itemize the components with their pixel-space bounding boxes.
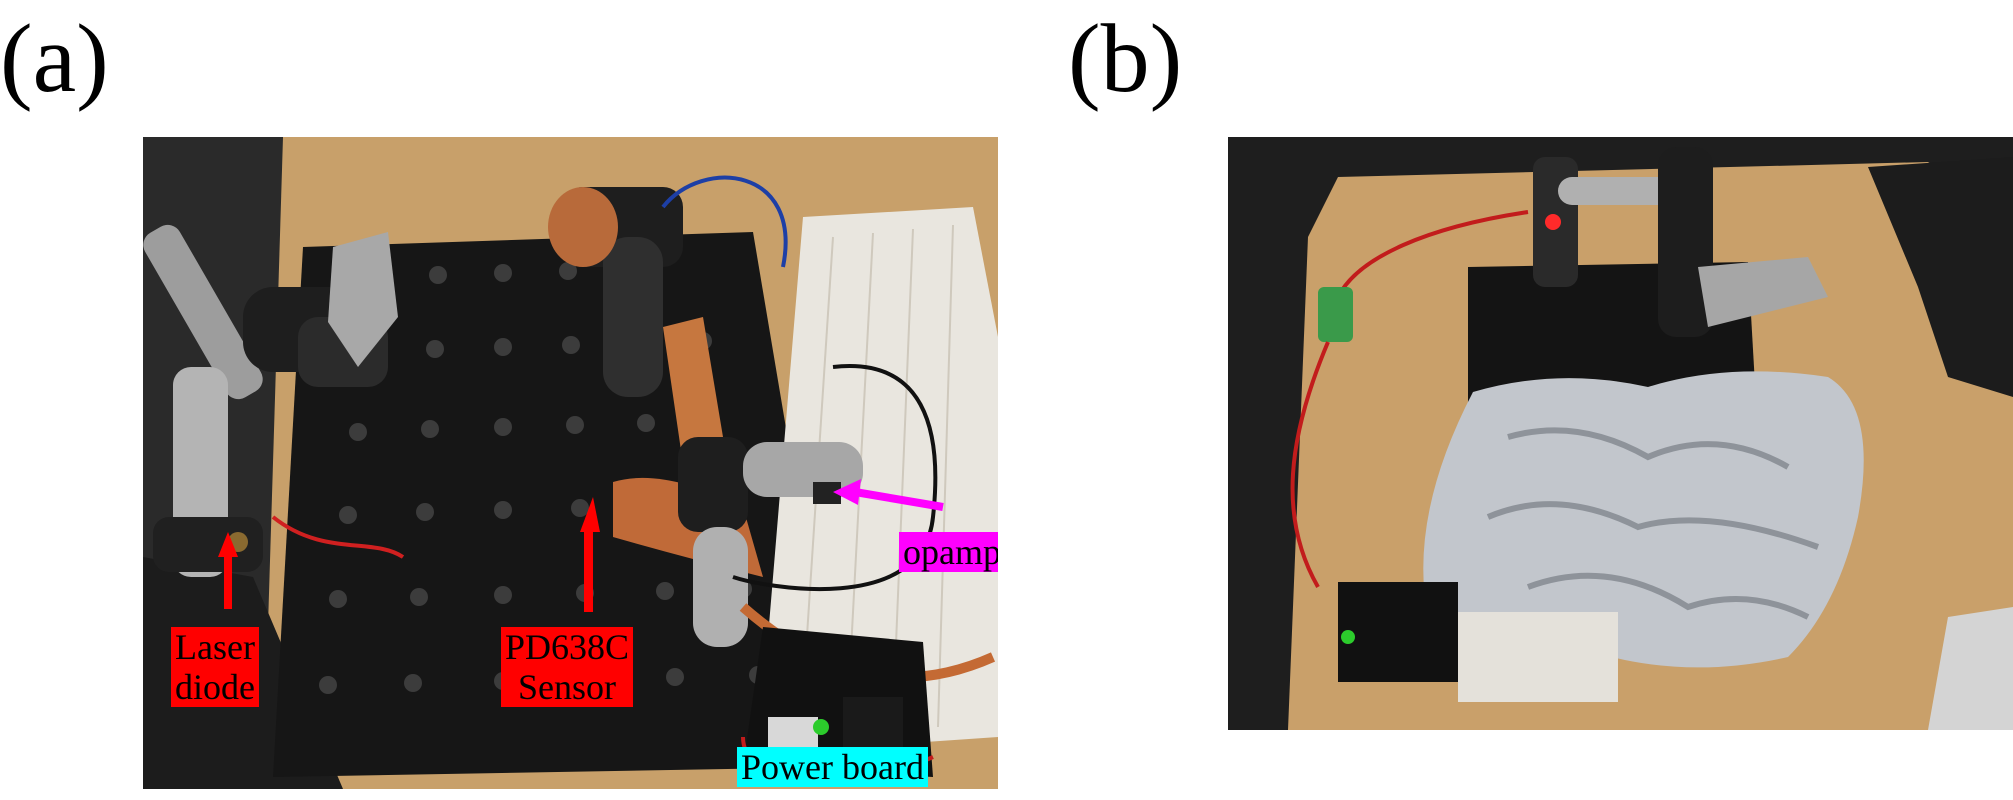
photo-a-illustration [143, 137, 998, 789]
opamp-chip [813, 482, 841, 504]
power-board-label: Power board [737, 747, 928, 787]
foil-cover [1423, 371, 1864, 668]
sensor-label-line1: PD638C [505, 627, 630, 667]
panel-b-label: (b) [1068, 5, 1183, 113]
laser-diode-label-line1: Laser [175, 627, 255, 667]
photo-setup-b [1228, 137, 2013, 730]
sensor-label-line2: Sensor [518, 667, 617, 707]
breadboard [763, 207, 998, 747]
sensor-label: PD638C Sensor [501, 627, 634, 707]
photo-setup-a: Laser diode PD638C Sensor opamp Power bo… [143, 137, 998, 789]
photo-b-illustration [1228, 137, 2013, 730]
laser-diode-label-line2: diode [175, 667, 255, 707]
arrow-laser [218, 532, 238, 609]
arrow-sensor [580, 497, 600, 612]
opamp-label: opamp [899, 532, 998, 572]
arrow-opamp [833, 479, 944, 511]
laser-diode-label: Laser diode [171, 627, 259, 707]
panel-a-label: (a) [0, 5, 109, 113]
laser-mount [153, 517, 263, 572]
